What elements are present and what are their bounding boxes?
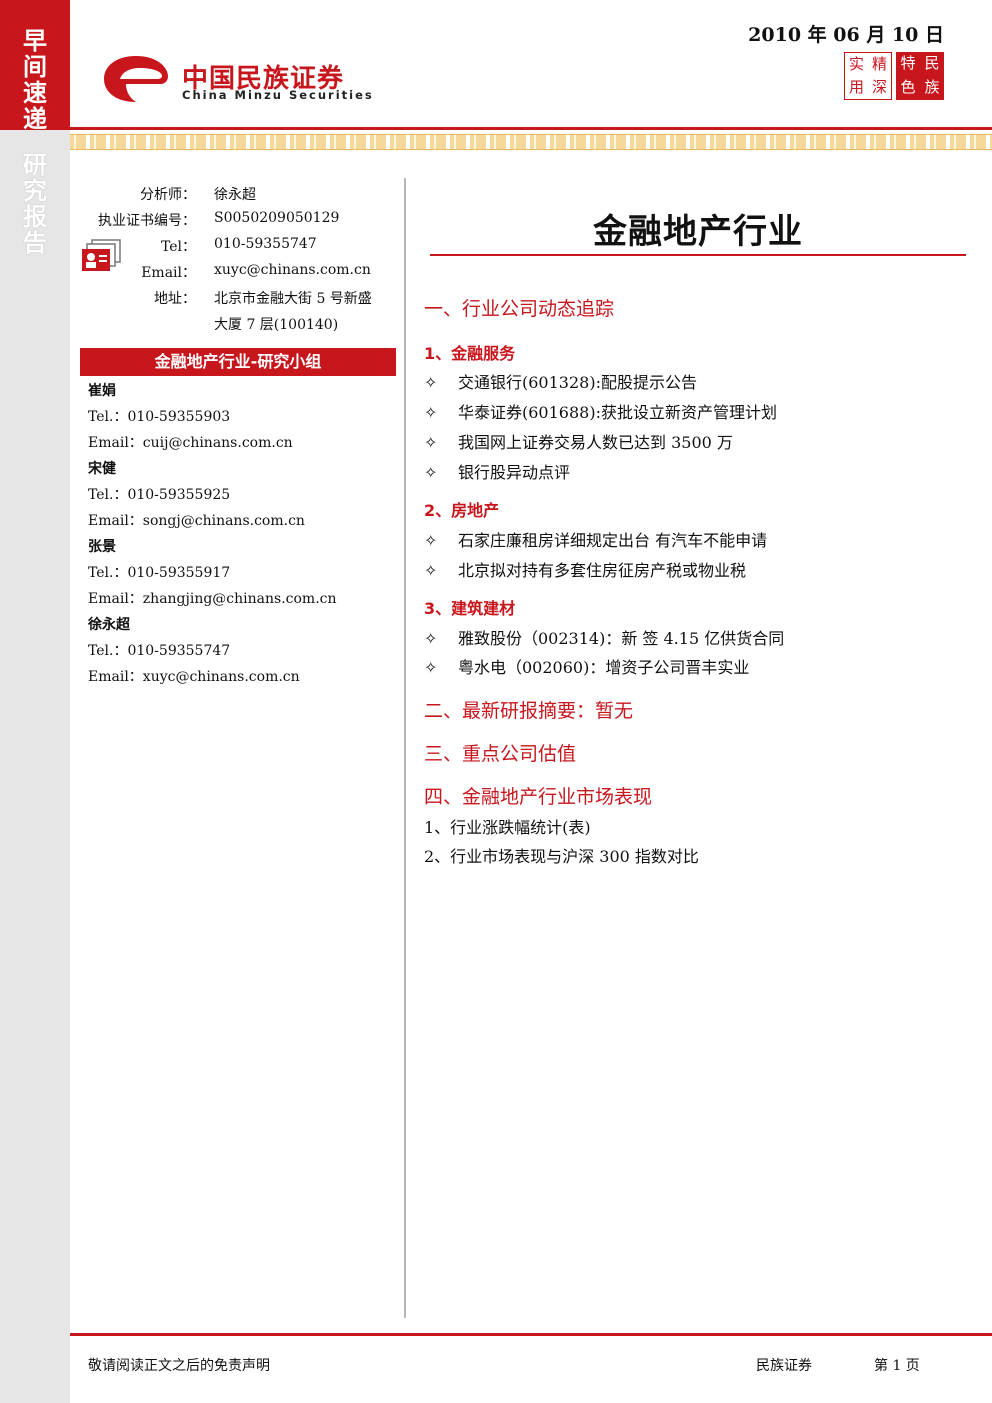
section-heading: 二、最新研报摘要：暂无 xyxy=(424,700,634,722)
member-email[interactable]: Email：zhangjing@chinans.com.cn xyxy=(88,591,337,607)
seal-left: 实精 用深 xyxy=(844,52,892,100)
report-date: 2010 年 06 月 10 日 xyxy=(748,24,944,46)
list-item[interactable]: 2、行业市场表现与沪深 300 指数对比 xyxy=(424,847,699,866)
member-name: 张景 xyxy=(88,539,116,555)
list-item[interactable]: 1、行业涨跌幅统计(表) xyxy=(424,818,591,837)
subsection-heading: 2、房地产 xyxy=(424,501,500,520)
list-item[interactable]: ✧我国网上证券交易人数已达到 3500 万 xyxy=(424,433,733,452)
page-title: 金融地产行业 xyxy=(593,212,803,252)
sidebar-top-label: 早间速递 xyxy=(23,27,47,133)
bullet-icon: ✧ xyxy=(424,658,438,677)
bullet-icon: ✧ xyxy=(424,561,438,580)
member-tel: Tel.：010-59355917 xyxy=(88,565,231,581)
section-heading: 一、行业公司动态追踪 xyxy=(424,298,615,320)
list-item[interactable]: ✧雅致股份（002314)：新 签 4.15 亿供货合同 xyxy=(424,629,785,648)
member-email[interactable]: Email：xuyc@chinans.com.cn xyxy=(88,669,300,685)
list-item[interactable]: ✧银行股异动点评 xyxy=(424,463,571,482)
member-email[interactable]: Email：cuij@chinans.com.cn xyxy=(88,435,293,451)
list-item[interactable]: ✧交通银行(601328):配股提示公告 xyxy=(424,373,697,392)
member-tel: Tel.：010-59355925 xyxy=(88,487,231,503)
contact-card-icon xyxy=(82,239,121,271)
list-item[interactable]: ✧华泰证券(601688):获批设立新资产管理计划 xyxy=(424,403,777,422)
team-title: 金融地产行业-研究小组 xyxy=(80,348,396,376)
list-item[interactable]: ✧北京拟对持有多套住房征房产税或物业税 xyxy=(424,561,747,580)
sidebar-bottom-label: 研究报告 xyxy=(23,151,47,257)
team-list: 崔娟 Tel.：010-59355903 Email：cuij@chinans.… xyxy=(88,378,337,690)
member-tel: Tel.：010-59355747 xyxy=(88,643,231,659)
column-divider xyxy=(404,178,406,1318)
bullet-icon: ✧ xyxy=(424,531,438,550)
bullet-icon: ✧ xyxy=(424,373,438,392)
seal-right: 特民 色族 xyxy=(896,52,944,100)
header-rule xyxy=(70,127,992,130)
analyst-email-link[interactable]: xuyc@chinans.com.cn xyxy=(214,262,371,278)
subsection-heading: 3、建筑建材 xyxy=(424,599,516,618)
logo-mark-icon xyxy=(104,56,168,102)
list-item[interactable]: ✧石家庄廉租房详细规定出台 有汽车不能申请 xyxy=(424,531,768,550)
section-heading: 三、重点公司估值 xyxy=(424,743,577,765)
footer-page-number: 第 1 页 xyxy=(874,1358,920,1374)
bullet-icon: ✧ xyxy=(424,463,438,482)
logo-chinese-text: 中国民族证券 xyxy=(182,64,345,94)
bullet-icon: ✧ xyxy=(424,629,438,648)
decorative-border xyxy=(70,134,992,150)
list-item[interactable]: ✧粤水电（002060)：增资子公司晋丰实业 xyxy=(424,658,750,677)
member-email[interactable]: Email：songj@chinans.com.cn xyxy=(88,513,305,529)
subsection-heading: 1、金融服务 xyxy=(424,344,516,363)
sidebar-red-block xyxy=(0,0,70,130)
bullet-icon: ✧ xyxy=(424,433,438,452)
member-name: 宋健 xyxy=(88,461,116,477)
footer-company: 民族证券 xyxy=(756,1358,812,1374)
footer-rule xyxy=(70,1333,992,1336)
bullet-icon: ✧ xyxy=(424,403,438,422)
member-tel: Tel.：010-59355903 xyxy=(88,409,231,425)
sidebar xyxy=(0,0,70,1403)
company-logo: 中国民族证券 China Minzu Securities xyxy=(100,52,372,110)
logo-english-text: China Minzu Securities xyxy=(182,88,374,102)
title-underline xyxy=(430,254,966,256)
member-name: 徐永超 xyxy=(88,617,130,633)
footer-disclaimer: 敬请阅读正文之后的免责声明 xyxy=(88,1358,270,1374)
member-name: 崔娟 xyxy=(88,383,116,399)
section-heading: 四、金融地产行业市场表现 xyxy=(424,786,653,808)
brand-seal: 实精 用深 特民 色族 xyxy=(844,52,944,100)
